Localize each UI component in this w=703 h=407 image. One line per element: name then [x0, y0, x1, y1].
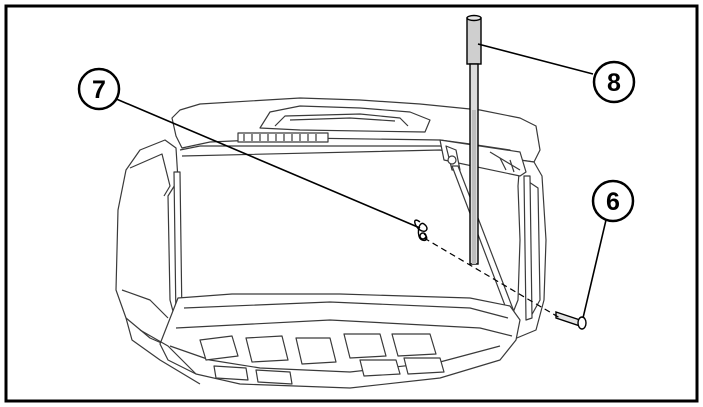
floor-ribs [199, 333, 445, 385]
rod-part-8 [466, 14, 482, 265]
border-frame [4, 4, 699, 403]
callout-6: 6 [591, 179, 635, 223]
clip-part-7 [414, 219, 428, 242]
pin-part-6 [555, 311, 587, 330]
right-rear-post [523, 175, 533, 321]
assembly-dashed-line [423, 237, 561, 319]
callout-6-leader [582, 219, 607, 319]
callout-8-leader [477, 43, 594, 75]
cargo-box-illustration [115, 97, 547, 389]
callout-8-label: 8 [607, 69, 621, 97]
callout-7: 7 [77, 67, 121, 111]
cargo-box-left-wall [115, 139, 179, 346]
callout-7-leader [113, 97, 421, 229]
callout-8: 8 [592, 60, 636, 104]
callout-6-label: 6 [606, 188, 620, 216]
callout-7-label: 7 [92, 76, 106, 104]
grille-slats [243, 134, 317, 141]
